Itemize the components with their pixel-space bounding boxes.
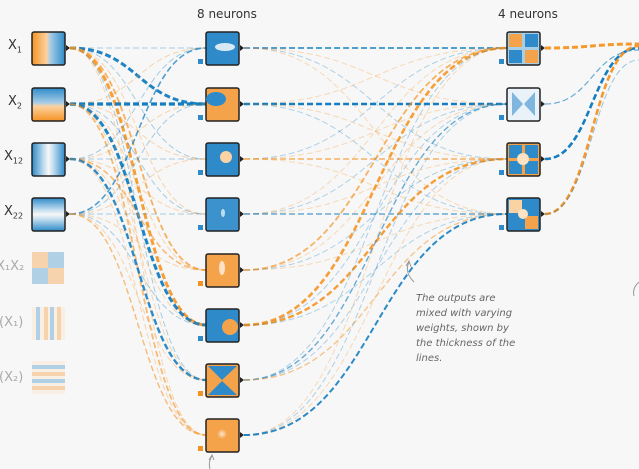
link: [69, 158, 207, 215]
callout-pointer-bottom: [208, 453, 215, 469]
link: [69, 47, 207, 436]
layer1-neuron-4[interactable]: [198, 197, 244, 232]
link: [69, 103, 207, 215]
layer1-neuron-5[interactable]: [198, 253, 244, 288]
link: [69, 46, 207, 106]
link: [69, 213, 207, 326]
link: [243, 47, 508, 215]
connection-links: [69, 42, 639, 436]
layer1-neuron-8[interactable]: [198, 418, 244, 453]
layer1-neuron-7[interactable]: [198, 363, 244, 398]
feature-label-sin-x2: (X₂): [0, 370, 24, 385]
input-feature-sin-x1[interactable]: [32, 307, 65, 340]
link: [69, 103, 207, 215]
link: [544, 59, 639, 215]
link: [69, 158, 207, 436]
feature-label-x1: X1: [8, 38, 22, 55]
layer1-neuron-2[interactable]: [198, 87, 244, 122]
input-feature-sin-x2[interactable]: [32, 361, 65, 394]
link: [243, 213, 508, 436]
link: [243, 158, 508, 381]
link: [69, 47, 207, 160]
link: [243, 47, 508, 105]
layer1-neuron-1[interactable]: [198, 31, 244, 66]
layer2-neuron-1[interactable]: [499, 31, 545, 66]
layer2-neuron-2[interactable]: [499, 87, 545, 122]
link: [69, 213, 207, 436]
link: [544, 44, 639, 216]
link: [69, 47, 207, 215]
link: [69, 47, 207, 271]
link: [243, 103, 508, 160]
input-feature-x2-squared[interactable]: [31, 197, 70, 232]
link: [69, 158, 207, 271]
layer1-neuron-3[interactable]: [198, 142, 244, 177]
link: [243, 47, 508, 160]
input-feature-x1[interactable]: [31, 31, 70, 66]
link: [69, 103, 207, 381]
link: [243, 103, 508, 160]
link: [69, 47, 207, 105]
link: [69, 213, 207, 381]
link: [243, 213, 508, 381]
feature-label-x2-squared: X22: [4, 204, 24, 221]
feature-label-x2: X2: [8, 94, 22, 111]
layer2-neuron-4[interactable]: [499, 197, 545, 232]
link: [69, 213, 207, 271]
link: [69, 47, 207, 381]
input-feature-x1-squared[interactable]: [31, 142, 70, 177]
link: [69, 103, 207, 271]
link: [243, 158, 508, 436]
link: [544, 49, 639, 105]
link: [243, 46, 508, 327]
callout-text: The outputs are mixed with varying weigh…: [416, 293, 516, 364]
link: [243, 47, 508, 105]
link: [544, 46, 639, 161]
link: [69, 158, 207, 215]
layer2-title: 4 neurons: [498, 7, 558, 21]
link: [243, 103, 508, 381]
link: [544, 42, 639, 50]
link: [69, 158, 207, 326]
link: [69, 103, 207, 436]
feature-label-x1-squared: X12: [4, 149, 24, 166]
feature-label-sin-x1: (X₁): [0, 315, 24, 330]
link: [243, 47, 508, 436]
callout-pointer-main: [405, 259, 415, 283]
link: [69, 157, 207, 382]
link: [243, 103, 508, 326]
input-feature-x1x2[interactable]: [32, 252, 64, 284]
feature-label-x1x2: X₁X₂: [0, 259, 25, 274]
link: [243, 47, 508, 215]
link: [243, 213, 508, 326]
link: [69, 46, 207, 327]
callout-pointer-right: [633, 281, 639, 297]
layer1-neuron-6[interactable]: [198, 308, 244, 343]
layer1-title: 8 neurons: [197, 7, 257, 21]
layer2-neuron-3[interactable]: [499, 142, 545, 177]
link: [243, 158, 508, 271]
link: [243, 47, 508, 271]
input-feature-x2[interactable]: [31, 87, 70, 122]
